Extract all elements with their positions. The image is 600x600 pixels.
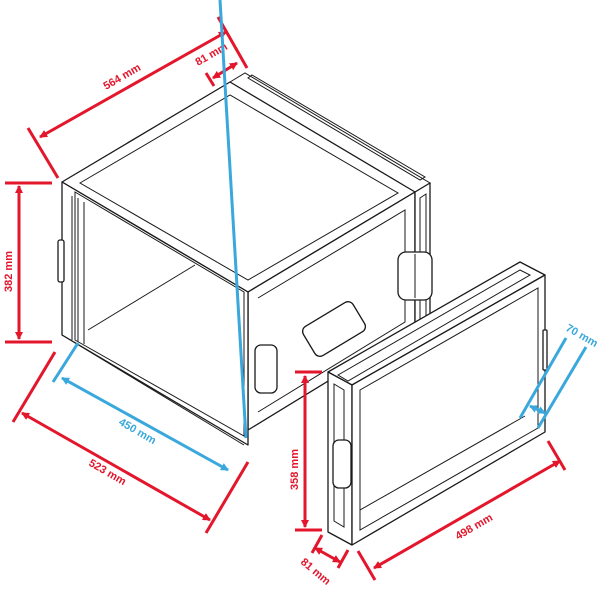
label-case-height: 382 mm [3,251,15,292]
label-lid-inner-depth: 70 mm [564,322,600,350]
label-lid-depth: 81 mm [298,556,333,588]
dimension-lid-depth: 81 mm [298,534,350,588]
lid-latch [332,439,352,489]
lid-right-latch [542,329,548,371]
latch-front [254,344,278,394]
dimension-lid-height: 358 mm [289,370,322,532]
label-lid-width: 498 mm [454,512,496,543]
label-case-depth: 564 mm [102,62,144,93]
dimension-case-height: 382 mm [3,181,52,344]
side-handle [301,301,367,357]
latch-left [57,239,65,283]
label-lid-height: 358 mm [289,449,301,490]
